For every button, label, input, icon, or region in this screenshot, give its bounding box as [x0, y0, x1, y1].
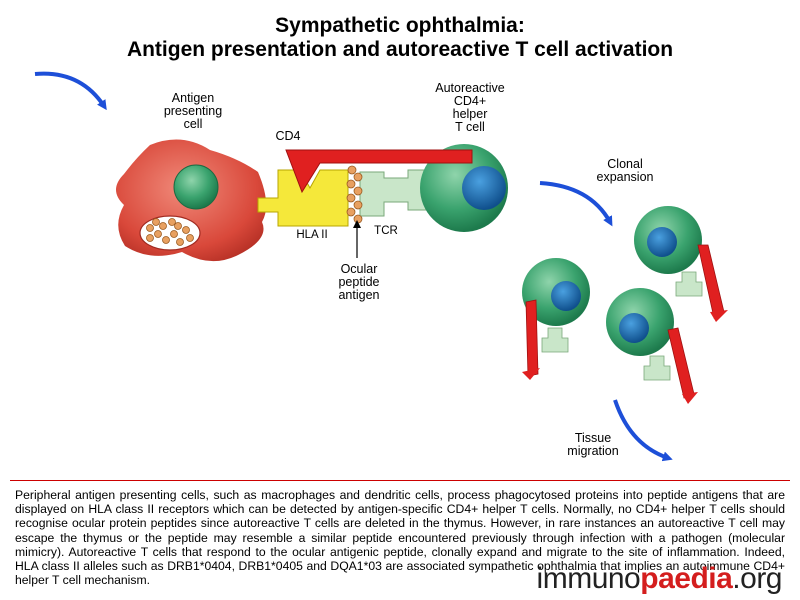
- label-tcr: TCR: [374, 225, 398, 237]
- logo-part-3: .org: [732, 562, 782, 595]
- divider: [10, 480, 790, 481]
- label-cd4: CD4: [275, 129, 301, 143]
- arrow-clonal: [539, 181, 613, 227]
- caption: Peripheral antigen presenting cells, suc…: [15, 488, 785, 588]
- apc-nucleus: [173, 164, 219, 210]
- logo: immunopaedia.org: [536, 562, 783, 596]
- title-line-2: Antigen presentation and autoreactive T …: [126, 38, 674, 61]
- cd4-molecule: [285, 149, 473, 194]
- clone-t-cell-2: [522, 258, 590, 380]
- arrow-top-left: [34, 71, 107, 111]
- clone-t-cell-1: [634, 206, 728, 322]
- arrow-migration: [613, 399, 673, 462]
- diagram: [34, 71, 728, 462]
- t-cell-nucleus: [462, 166, 506, 210]
- label-migration: Tissue migration: [567, 431, 619, 458]
- peptide-pointer-head: [353, 220, 361, 228]
- label-clonal: Clonal expansion: [596, 157, 654, 184]
- label-t-cell: Autoreactive CD4+ helper T cell: [435, 81, 505, 134]
- logo-part-2: paedia: [640, 562, 733, 595]
- ocular-peptides: [346, 165, 363, 224]
- label-peptide: Ocular peptide antigen: [338, 262, 380, 302]
- tcr-molecule: [359, 169, 429, 217]
- label-hla: HLA II: [296, 229, 328, 241]
- clone-t-cell-3: [606, 288, 698, 404]
- label-apc: Antigen presenting cell: [163, 91, 223, 131]
- phagosome-peptides: [146, 218, 194, 246]
- title-line-1: Sympathetic ophthalmia:: [275, 14, 525, 37]
- hla-ii-molecule: [257, 169, 349, 227]
- logo-part-1: immuno: [536, 562, 641, 595]
